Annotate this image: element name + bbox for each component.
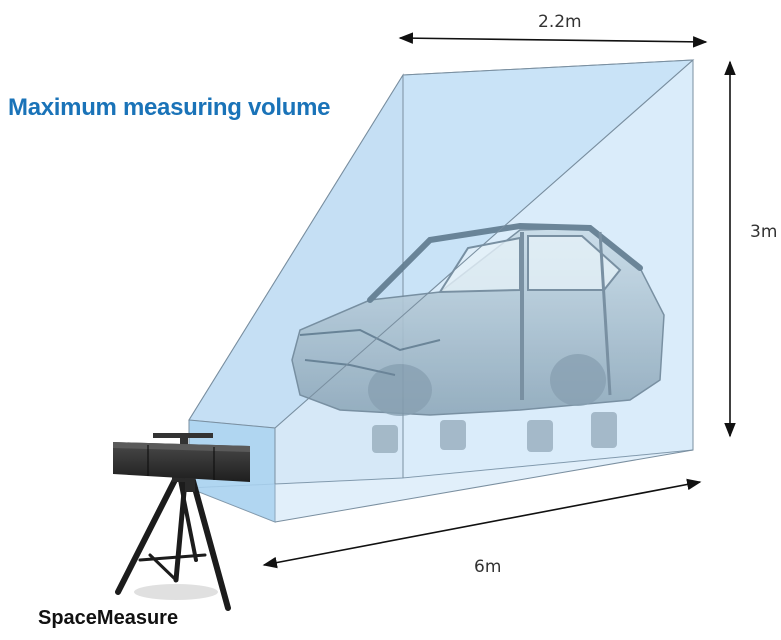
width-dimension-arrow bbox=[398, 32, 708, 48]
product-name: SpaceMeasure bbox=[38, 607, 179, 629]
width-dimension-label: 2.2m bbox=[538, 12, 582, 32]
3d-scanner-icon bbox=[113, 433, 250, 492]
diagram-title: Maximum measuring volume bbox=[8, 94, 331, 121]
car-body-in-white-icon bbox=[291, 222, 665, 453]
depth-dimension-label: 6m bbox=[474, 557, 502, 577]
height-dimension-label: 3m bbox=[750, 222, 778, 242]
depth-dimension-arrow bbox=[262, 478, 702, 569]
